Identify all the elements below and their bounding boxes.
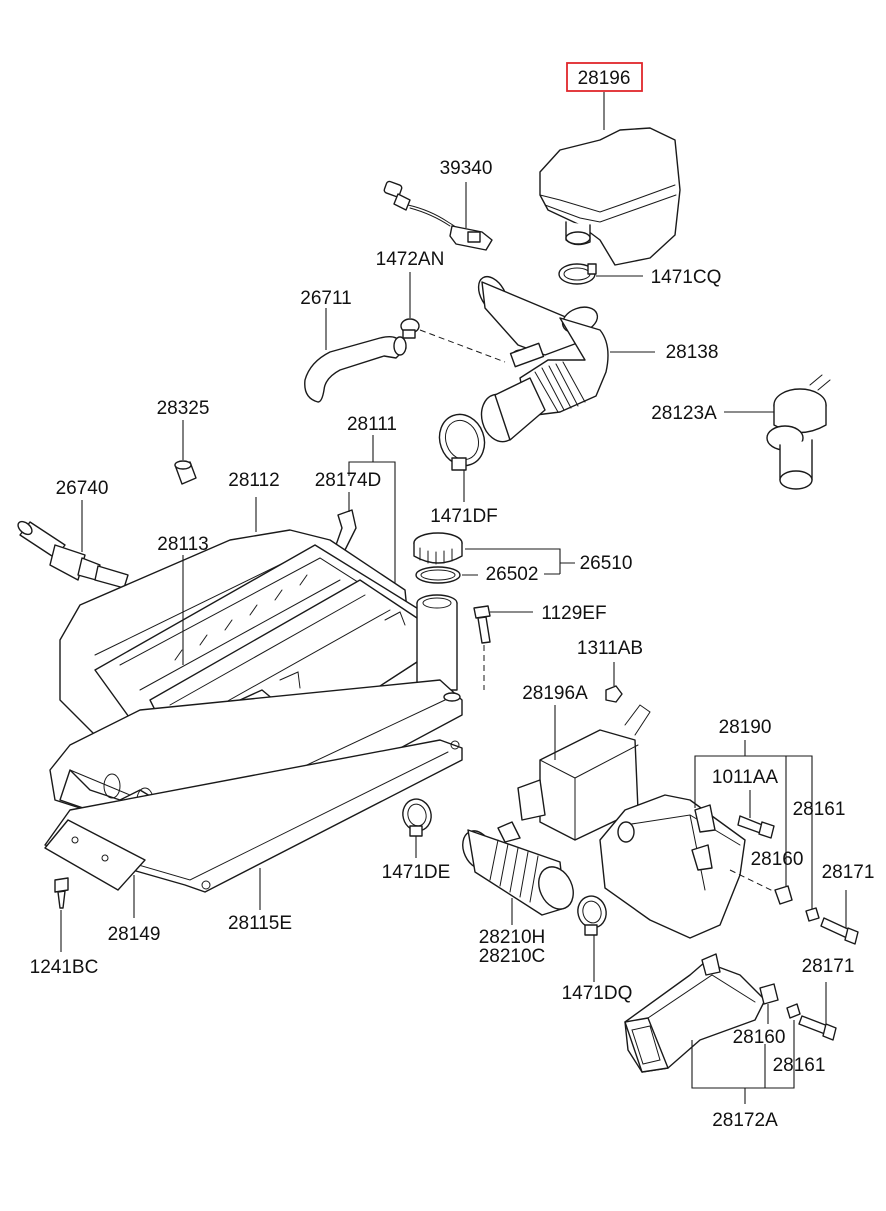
pcv-valve-26740-part[interactable] (16, 519, 129, 589)
intake-hose-28138-part[interactable] (473, 272, 609, 446)
air-duct-28172A-part[interactable] (624, 953, 766, 1073)
label-28171-lower[interactable]: 28171 (802, 956, 855, 977)
label-28161-upper[interactable]: 28161 (793, 799, 846, 820)
collar-28161-upper-part[interactable] (805, 907, 820, 922)
label-28210H[interactable]: 28210H (479, 927, 546, 948)
label-28174D[interactable]: 28174D (315, 470, 382, 491)
oil-cap-26510-part[interactable] (413, 532, 463, 565)
collar-28161-lower-part[interactable] (786, 1003, 801, 1019)
clip-28174D-part[interactable] (335, 509, 357, 551)
label-1241BC[interactable]: 1241BC (30, 957, 99, 978)
label-1011AA[interactable]: 1011AA (712, 767, 779, 788)
bolt-28171-upper-part[interactable] (820, 917, 859, 945)
label-28190[interactable]: 28190 (719, 717, 772, 738)
label-28111[interactable]: 28111 (347, 414, 397, 435)
valve-28123A-part[interactable] (766, 374, 831, 490)
clamp-1471DE-part[interactable] (399, 796, 434, 837)
grommet-28160-lower-part[interactable] (759, 983, 779, 1005)
grommet-28160-upper-part[interactable] (774, 885, 793, 905)
label-1471DF[interactable]: 1471DF (430, 506, 498, 527)
label-28123A[interactable]: 28123A (651, 403, 717, 424)
sensor-39340-part[interactable] (383, 180, 493, 251)
clamp-1471CQ-part[interactable] (558, 263, 597, 285)
label-28161-lower[interactable]: 28161 (773, 1055, 826, 1076)
clamp-1471DQ-part[interactable] (574, 893, 609, 936)
label-28171-upper[interactable]: 28171 (822, 862, 875, 883)
bracket-28149-part[interactable] (44, 819, 146, 891)
bolt-1011AA-part[interactable] (737, 815, 775, 839)
bolt-1129EF-part[interactable] (473, 605, 491, 644)
label-39340[interactable]: 39340 (440, 158, 493, 179)
label-26502[interactable]: 26502 (486, 564, 539, 585)
label-28115E[interactable]: 28115E (228, 913, 292, 934)
label-28160-lower[interactable]: 28160 (733, 1027, 786, 1048)
label-1311AB[interactable]: 1311AB (577, 638, 643, 659)
bolt-28171-lower-part[interactable] (798, 1015, 837, 1041)
label-1471DE[interactable]: 1471DE (382, 862, 451, 883)
label-28325[interactable]: 28325 (157, 398, 210, 419)
resonator-28196A-part[interactable] (517, 704, 651, 841)
gasket-26502-part[interactable] (415, 566, 461, 584)
label-28149[interactable]: 28149 (108, 924, 161, 945)
label-26740[interactable]: 26740 (56, 478, 109, 499)
resonator-28190-part[interactable] (599, 794, 746, 939)
clamp-1472AN-part[interactable] (400, 318, 420, 339)
label-1471CQ[interactable]: 1471CQ (651, 267, 722, 288)
resonator-28196-part[interactable] (539, 127, 681, 266)
label-28160-upper[interactable]: 28160 (751, 849, 804, 870)
cap-28325-part[interactable] (174, 460, 197, 485)
label-1129EF[interactable]: 1129EF (541, 603, 606, 624)
breather-hose-26711-part[interactable] (304, 335, 407, 403)
label-1471DQ[interactable]: 1471DQ (562, 983, 633, 1004)
screw-1241BC-part[interactable] (54, 877, 69, 909)
highlight-box-28196 (566, 62, 643, 92)
intake-hose-28210H-part[interactable] (457, 821, 580, 916)
label-28113[interactable]: 28113 (157, 534, 208, 555)
label-28210C[interactable]: 28210C (479, 946, 546, 967)
label-26711[interactable]: 26711 (300, 288, 351, 309)
label-28138[interactable]: 28138 (666, 342, 719, 363)
nut-1311AB-part[interactable] (605, 685, 623, 703)
label-26510[interactable]: 26510 (580, 553, 633, 574)
label-28172A[interactable]: 28172A (712, 1110, 778, 1131)
label-28112[interactable]: 28112 (228, 470, 279, 491)
air-duct-pipe-part (416, 594, 458, 691)
label-28196[interactable]: 28196 (578, 68, 631, 89)
clamp-1471DF-part[interactable] (432, 408, 491, 472)
label-28196A[interactable]: 28196A (522, 683, 588, 704)
label-1472AN[interactable]: 1472AN (376, 249, 445, 270)
